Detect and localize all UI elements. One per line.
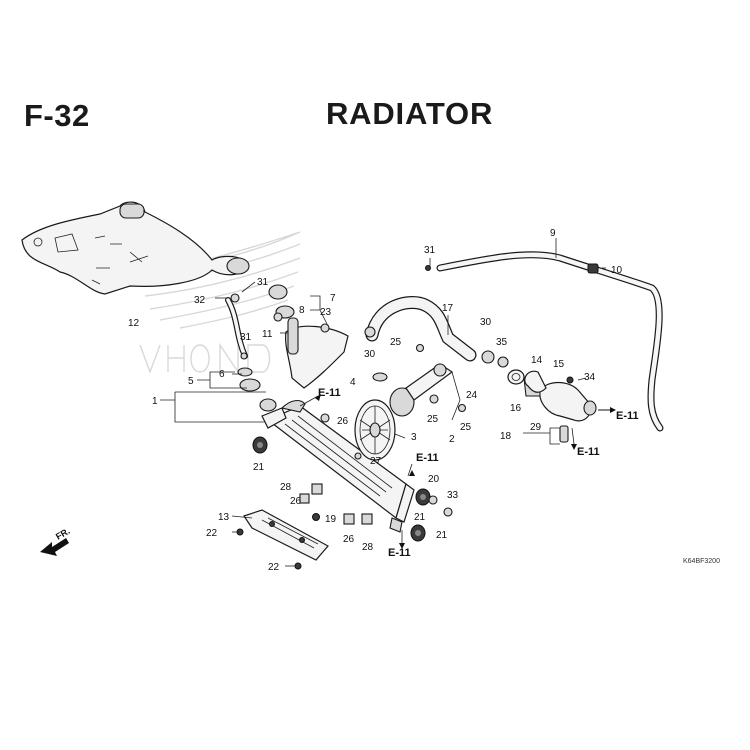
callout-31b: 31 — [257, 277, 269, 288]
ref-e11-5: E-11 — [388, 547, 411, 559]
callout-2: 2 — [449, 434, 455, 445]
callout-25b: 25 — [427, 414, 439, 425]
callout-1: 1 — [152, 396, 158, 407]
callout-10: 10 — [611, 265, 623, 276]
callout-31c: 31 — [240, 332, 252, 343]
callout-13: 13 — [218, 512, 230, 523]
hardware-clamps — [230, 263, 599, 443]
callout-32: 32 — [194, 295, 206, 306]
ref-arrows — [315, 394, 616, 549]
callout-8: 8 — [299, 305, 305, 316]
callout-26c: 26 — [343, 534, 355, 545]
callout-20: 20 — [428, 474, 440, 485]
callouts: 1 2 3 4 5 6 7 8 9 10 11 12 13 14 15 16 1… — [128, 228, 623, 573]
part-9-overflow-tube — [436, 251, 664, 432]
ref-e11-4: E-11 — [416, 452, 439, 464]
callout-33: 33 — [447, 490, 459, 501]
callout-26a: 26 — [337, 416, 349, 427]
page-title: RADIATOR — [326, 96, 494, 131]
callout-17: 17 — [442, 303, 454, 314]
callout-6: 6 — [219, 369, 225, 380]
callout-22b: 22 — [268, 562, 280, 573]
diagram-code: K64BF3200 — [683, 558, 720, 565]
part-16-gasket — [507, 369, 525, 385]
part-17-upper-hose — [365, 296, 477, 362]
ref-e11-3: E-11 — [577, 446, 600, 458]
callout-30b: 30 — [364, 349, 376, 360]
callout-12: 12 — [128, 318, 140, 329]
honda-wing-watermark — [139, 231, 301, 375]
callout-29: 29 — [530, 422, 542, 433]
callout-27: 27 — [370, 456, 382, 467]
part-11-reservoir — [268, 284, 349, 389]
callout-4: 4 — [350, 377, 356, 388]
callout-22a: 22 — [206, 528, 218, 539]
callout-19: 19 — [325, 514, 337, 525]
callout-7: 7 — [330, 293, 336, 304]
callout-14: 14 — [531, 355, 543, 366]
part-2-fan-motor — [389, 363, 461, 421]
callout-28b: 28 — [362, 542, 374, 553]
callout-15: 15 — [553, 359, 565, 370]
ref-e11-2: E-11 — [616, 410, 639, 422]
callout-35: 35 — [496, 337, 508, 348]
callout-26b: 26 — [290, 496, 302, 507]
part-12-shroud — [21, 201, 250, 295]
front-label: FR. — [54, 526, 72, 542]
section-number: F-32 — [24, 98, 90, 133]
hardware-grommets — [252, 436, 453, 542]
callout-21b: 21 — [414, 512, 426, 523]
callout-28a: 28 — [280, 482, 292, 493]
callout-3: 3 — [411, 432, 417, 443]
part-13-lower-bracket — [243, 509, 329, 561]
callout-21c: 21 — [436, 530, 448, 541]
callout-16: 16 — [510, 403, 522, 414]
callout-23: 23 — [320, 307, 332, 318]
callout-11: 11 — [262, 329, 273, 340]
callout-25a: 25 — [390, 337, 402, 348]
part-1-radiator — [259, 398, 415, 533]
callout-5: 5 — [188, 376, 194, 387]
leader-lines — [160, 238, 612, 567]
callout-9: 9 — [550, 228, 556, 239]
callout-25c: 25 — [460, 422, 472, 433]
callout-31a: 31 — [424, 245, 436, 256]
part-3-fan — [354, 399, 396, 461]
callout-18: 18 — [500, 431, 512, 442]
callout-34: 34 — [584, 372, 596, 383]
callout-21a: 21 — [253, 462, 265, 473]
part-32-small-hose — [225, 297, 248, 359]
front-arrow-icon — [40, 538, 69, 556]
callout-24: 24 — [466, 390, 478, 401]
callout-30a: 30 — [480, 317, 492, 328]
ref-e11-1: E-11 — [318, 387, 341, 399]
part-14-thermostat — [524, 370, 547, 393]
